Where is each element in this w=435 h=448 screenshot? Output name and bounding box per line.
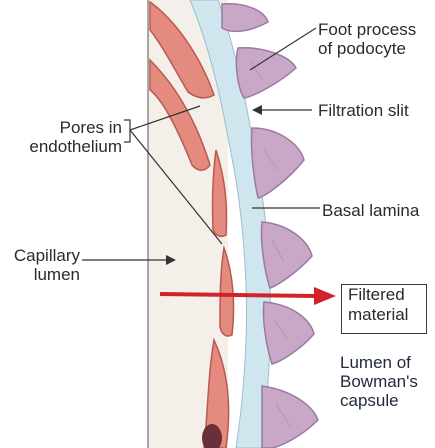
pores-line-2: endothelium <box>10 137 122 156</box>
foot-process-label: Foot process of podocyte <box>318 20 416 58</box>
basal-lamina-label: Basal lamina <box>322 201 419 220</box>
bowman-line-1: Lumen of <box>340 353 418 372</box>
pores-line-1: Pores in <box>10 118 122 137</box>
capillary-line-1: Capillary <box>12 246 80 265</box>
bowman-capsule-label: Lumen of Bowman's capsule <box>340 353 418 410</box>
foot-process-line-1: Foot process <box>318 20 416 39</box>
filtration-arrow-shaft <box>160 294 318 296</box>
filtered-material-box: Filtered material <box>341 284 427 334</box>
capillary-line-2: lumen <box>12 265 80 284</box>
bowman-line-2: Bowman's <box>340 372 418 391</box>
pores-bracket <box>124 120 130 142</box>
filtered-line-2: material <box>342 305 426 325</box>
foot-process-line-2: of podocyte <box>318 39 416 58</box>
filtration-slit-label: Filtration slit <box>318 101 409 120</box>
filtered-line-1: Filtered <box>342 285 426 305</box>
bowman-line-3: capsule <box>340 391 418 410</box>
pores-label: Pores in endothelium <box>10 118 122 156</box>
capillary-lumen-label: Capillary lumen <box>12 246 80 284</box>
